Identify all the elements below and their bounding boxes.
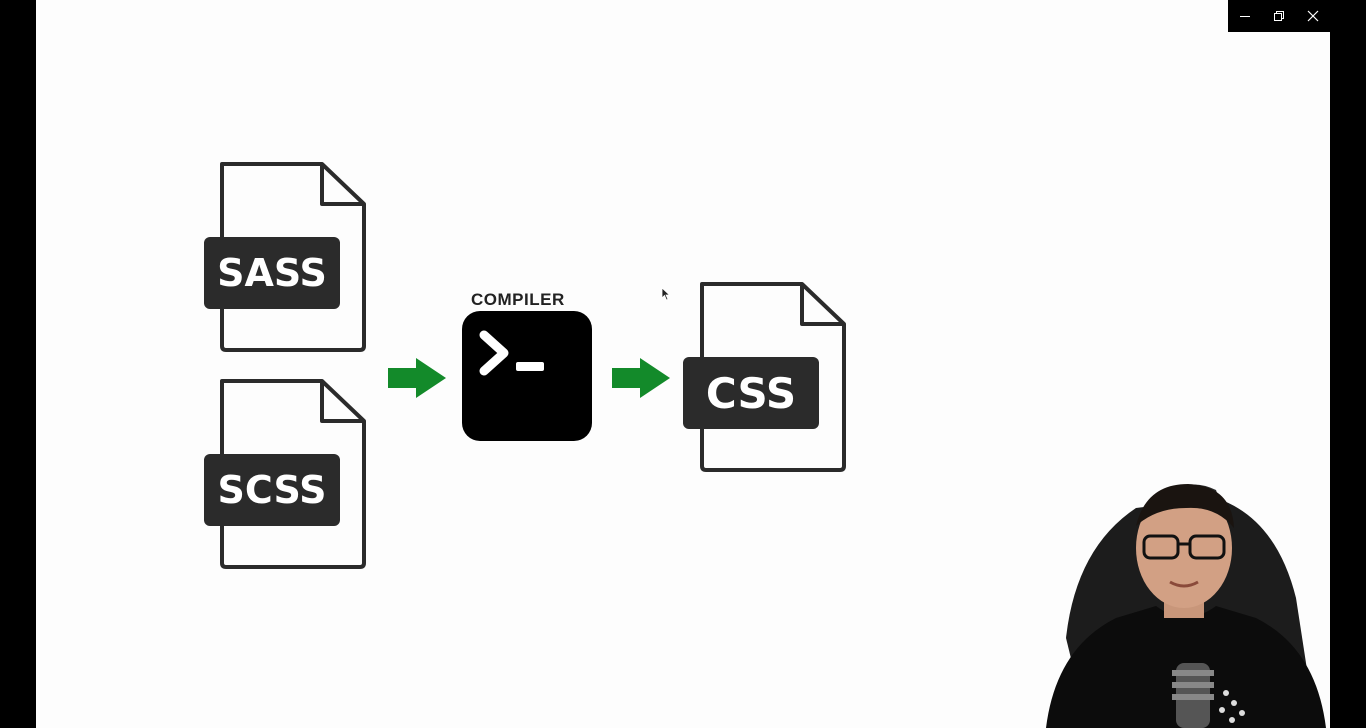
restore-icon xyxy=(1274,11,1284,21)
arrow-right-icon xyxy=(386,356,448,405)
sass-file-icon xyxy=(218,160,368,352)
close-button[interactable] xyxy=(1296,0,1330,32)
css-badge: CSS xyxy=(683,357,819,429)
minimize-icon xyxy=(1240,16,1250,17)
scss-label: SCSS xyxy=(217,468,327,512)
arrow-right-icon xyxy=(610,356,672,405)
sass-label: SASS xyxy=(217,251,327,295)
presenter-webcam xyxy=(1036,478,1330,728)
css-label: CSS xyxy=(705,368,797,418)
terminal-icon xyxy=(462,311,592,441)
close-icon xyxy=(1307,10,1319,22)
slide-canvas: SASS SCSS COMPILER CSS xyxy=(36,0,1330,728)
restore-button[interactable] xyxy=(1262,0,1296,32)
minimize-button[interactable] xyxy=(1228,0,1262,32)
scss-file-icon xyxy=(218,377,368,569)
scss-badge: SCSS xyxy=(204,454,340,526)
compiler-label: COMPILER xyxy=(471,290,565,309)
css-file-icon xyxy=(698,280,848,472)
window-controls xyxy=(1228,0,1330,32)
mouse-cursor-icon xyxy=(661,287,671,306)
sass-badge: SASS xyxy=(204,237,340,309)
